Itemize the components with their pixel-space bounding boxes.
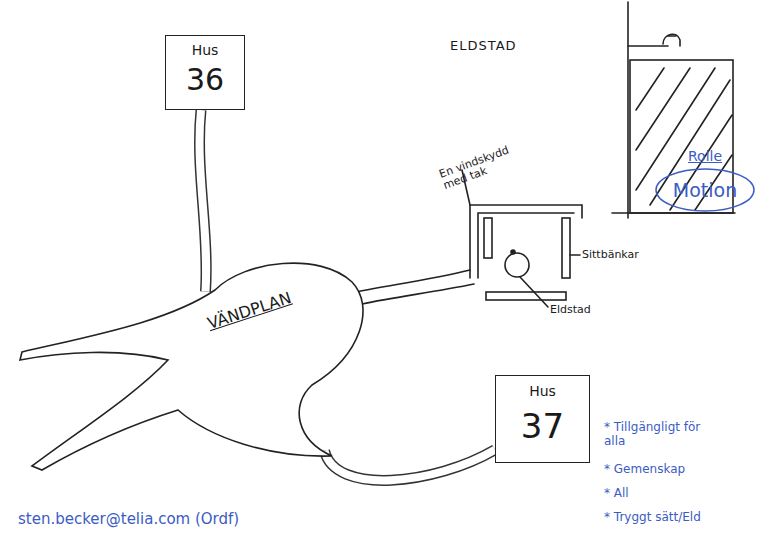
shelter-outline bbox=[478, 213, 574, 278]
callout-label: En vindskydd med tak bbox=[438, 143, 518, 192]
house-box: Hus 37 bbox=[495, 375, 590, 463]
note-heading: Rolle bbox=[652, 148, 758, 164]
house-number: 36 bbox=[166, 62, 244, 97]
fire-pit-symbol bbox=[511, 250, 515, 254]
sketch-line bbox=[628, 45, 668, 47]
footpath-inner bbox=[200, 110, 207, 292]
area-outline bbox=[20, 255, 370, 470]
leader-line bbox=[570, 254, 580, 256]
bullet-note: * All bbox=[604, 486, 629, 500]
bullet-note: * Tryggt sätt/Eld bbox=[604, 510, 701, 524]
house-box: Hus 36 bbox=[165, 35, 245, 110]
bench-symbol bbox=[486, 292, 566, 300]
section-title: ELDSTAD bbox=[450, 38, 517, 53]
bullet-note: * Gemenskap bbox=[604, 462, 685, 476]
shelter-outline bbox=[470, 205, 582, 278]
house-heading: Hus bbox=[166, 42, 244, 58]
note-text: Motion bbox=[652, 179, 758, 201]
callout-label: Eldstad bbox=[550, 303, 591, 316]
callout-label: Sittbänkar bbox=[582, 248, 639, 261]
area-outline bbox=[20, 263, 363, 470]
leader-line bbox=[520, 277, 548, 307]
contact-email: sten.becker@telia.com (Ordf) bbox=[18, 510, 239, 528]
fire-pit-symbol bbox=[505, 253, 529, 277]
sketch-axis bbox=[627, 2, 629, 218]
path-line bbox=[362, 284, 474, 304]
bench-symbol bbox=[562, 218, 570, 278]
sketch-figure bbox=[668, 35, 676, 37]
bullet-note: * Tillgängligt för alla bbox=[604, 420, 724, 448]
oval-note: RolleMotion bbox=[652, 148, 758, 216]
sketch-figure bbox=[663, 34, 680, 46]
footpath-connector bbox=[325, 450, 496, 481]
house-number: 37 bbox=[496, 406, 589, 446]
house-heading: Hus bbox=[496, 383, 589, 399]
bench-symbol bbox=[484, 218, 492, 258]
footpath-connector bbox=[200, 110, 207, 292]
footpath-inner bbox=[325, 450, 496, 481]
turnaround-area: VÄNDPLAN bbox=[20, 255, 370, 470]
